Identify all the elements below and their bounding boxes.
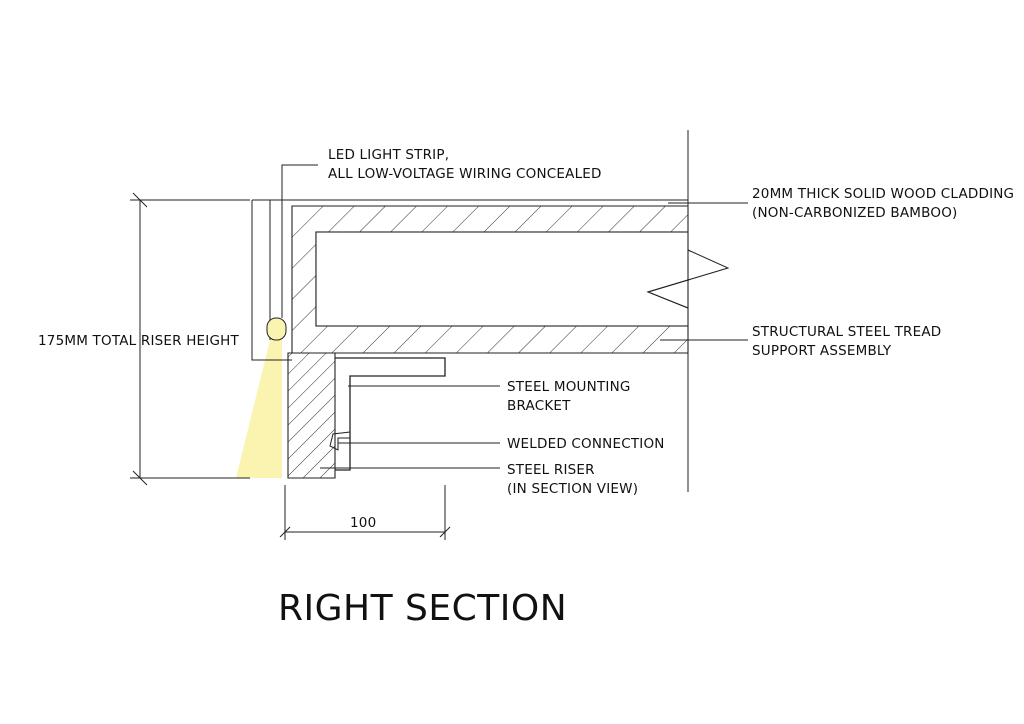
weld-symbol <box>329 431 351 451</box>
steel-riser <box>287 352 336 479</box>
label-led-1: LED LIGHT STRIP, <box>328 147 449 163</box>
label-weld: WELDED CONNECTION <box>507 436 665 452</box>
label-riser-2: (IN SECTION VIEW) <box>507 481 638 497</box>
label-riser-1: STEEL RISER <box>507 462 595 478</box>
label-cladding-1: 20MM THICK SOLID WOOD CLADDING <box>752 186 1014 202</box>
label-tread-1: STRUCTURAL STEEL TREAD <box>752 324 941 340</box>
label-bracket-1: STEEL MOUNTING <box>507 379 631 395</box>
led-light-beam <box>236 340 282 478</box>
label-led-2: ALL LOW-VOLTAGE WIRING CONCEALED <box>328 166 602 182</box>
steel-tread-box <box>315 231 689 327</box>
leader-led <box>281 164 318 318</box>
label-dim-width: 100 <box>350 515 376 531</box>
label-cladding-2: (NON-CARBONIZED BAMBOO) <box>752 205 958 221</box>
label-tread-2: SUPPORT ASSEMBLY <box>752 343 892 359</box>
label-bracket-2: BRACKET <box>507 398 571 414</box>
led-strip <box>266 317 287 341</box>
nosing-lip <box>251 200 292 361</box>
steel-mounting-bracket <box>335 357 446 471</box>
drawing-title: RIGHT SECTION <box>278 588 567 629</box>
label-riser-height: 175MM TOTAL RISER HEIGHT <box>38 333 239 349</box>
